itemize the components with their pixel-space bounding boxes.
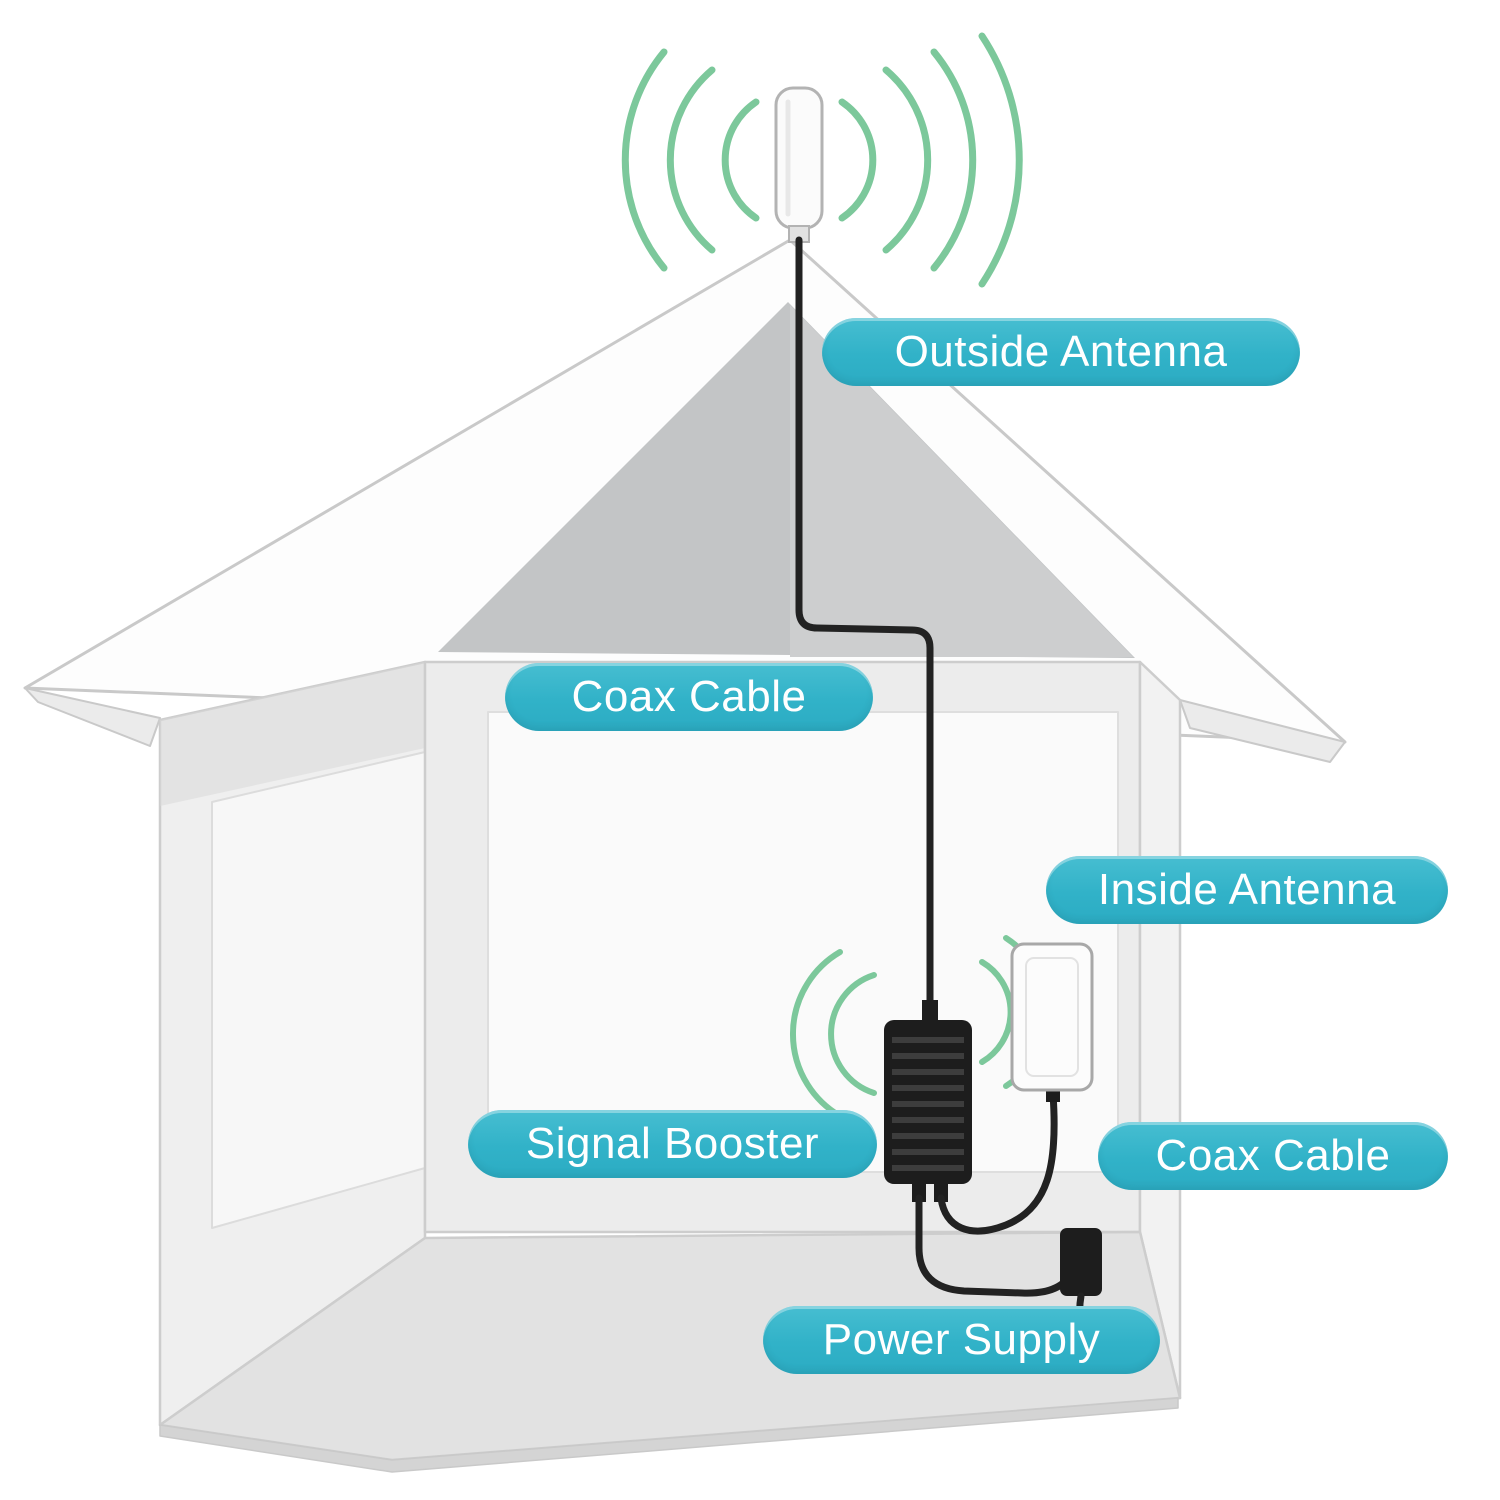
inside-antenna-device: [1010, 942, 1094, 1102]
outdoor-signal-waves: [621, 32, 1023, 288]
coax-cable-run: [795, 236, 934, 1012]
label-coax-cable-top: Coax Cable: [505, 663, 873, 731]
left-wall-top-shadow: [160, 662, 425, 806]
coax-cable-booster-to-antenna: [937, 1090, 1058, 1235]
signal-wave-icon: [790, 949, 843, 1119]
label-coax-cable-bottom: Coax Cable: [1098, 1122, 1448, 1190]
inside-antenna-panel: [1010, 942, 1094, 1092]
booster-top-connector: [922, 1000, 938, 1024]
inside-antenna-panel-inner: [1025, 957, 1079, 1077]
outside-antenna-device: [774, 86, 824, 243]
booster-fins: [892, 1037, 964, 1171]
signal-wave-icon: [978, 32, 1023, 288]
power-supply-body: [1060, 1228, 1102, 1296]
booster-bottom-connector: [912, 1184, 926, 1202]
signal-wave-icon: [882, 66, 932, 254]
label-signal-booster: Signal Booster: [468, 1110, 877, 1178]
left-wall-panel: [211, 751, 426, 1229]
back-wall-panel: [487, 711, 1119, 1173]
label-outside-antenna: Outside Antenna: [822, 318, 1300, 386]
signal-booster-device: [884, 1000, 972, 1202]
antenna-body: [774, 86, 824, 230]
signal-wave-icon: [666, 66, 716, 254]
floor-front-edge: [159, 1397, 1179, 1473]
signal-wave-icon: [930, 48, 977, 272]
signal-wave-icon: [621, 48, 668, 272]
signal-wave-icon: [721, 98, 760, 222]
signal-wave-icon: [828, 972, 877, 1096]
signal-wave-icon: [838, 98, 877, 222]
roof-eave-left: [24, 687, 161, 747]
label-inside-antenna: Inside Antenna: [1046, 856, 1448, 924]
gable-shadow-right: [790, 305, 1133, 657]
label-power-supply: Power Supply: [763, 1306, 1160, 1374]
roof-eave-right: [1179, 699, 1346, 763]
booster-bottom-connector: [934, 1184, 948, 1202]
